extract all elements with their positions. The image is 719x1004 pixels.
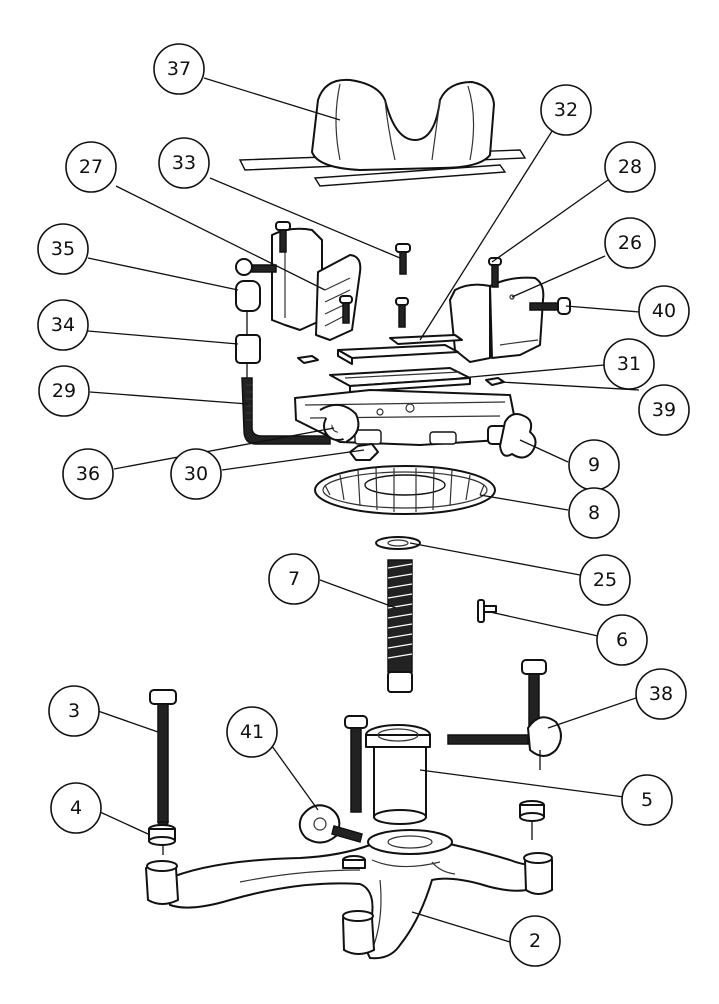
leader-lines (87, 77, 641, 943)
callout-3: 3 (48, 685, 100, 737)
svg-text:4: 4 (70, 797, 82, 819)
callout-30: 30 (170, 448, 222, 500)
part-35-lever-cap (235, 258, 277, 312)
callout-27: 27 (65, 141, 117, 193)
part-38-handle-screw (447, 659, 562, 770)
callout-2: 2 (509, 915, 561, 967)
svg-text:37: 37 (167, 58, 191, 80)
part-40-knob-screw (529, 297, 571, 315)
part-clamp-screws (275, 221, 409, 328)
part-8-ring-wheel (314, 465, 496, 515)
callout-4: 4 (50, 782, 102, 834)
svg-text:31: 31 (617, 353, 641, 375)
part-25-washer (375, 536, 421, 550)
svg-text:8: 8 (588, 502, 600, 524)
callout-38: 38 (635, 668, 687, 720)
part-7-threaded-stud (387, 559, 413, 693)
svg-text:30: 30 (184, 463, 208, 485)
svg-text:2: 2 (529, 930, 541, 952)
svg-text:35: 35 (51, 238, 75, 260)
part-36-knob (319, 403, 360, 443)
part-5-sleeve (365, 724, 431, 825)
svg-text:9: 9 (588, 454, 600, 476)
callout-31: 31 (603, 338, 655, 390)
callout-8: 8 (568, 487, 620, 539)
svg-text:32: 32 (554, 99, 578, 121)
callout-29: 29 (38, 365, 90, 417)
part-37-saddle-rest (238, 78, 527, 187)
svg-text:38: 38 (649, 683, 673, 705)
callout-36: 36 (62, 448, 114, 500)
part-9-knob (487, 413, 537, 459)
svg-text:41: 41 (240, 721, 264, 743)
svg-text:7: 7 (288, 568, 300, 590)
part-4-spacer (148, 824, 176, 846)
svg-text:34: 34 (51, 314, 75, 336)
svg-text:3: 3 (68, 700, 80, 722)
part-28-screw (488, 257, 502, 288)
callout-26: 26 (604, 217, 656, 269)
part-32-top-plate (337, 334, 463, 365)
callout-6: 6 (596, 614, 648, 666)
part-31-plate (329, 367, 471, 393)
part-6-pin (477, 599, 497, 623)
part-33-screw (395, 243, 411, 275)
callout-7: 7 (268, 553, 320, 605)
svg-text:33: 33 (172, 152, 196, 174)
callout-40: 40 (638, 285, 690, 337)
callout-9: 9 (568, 439, 620, 491)
callout-41: 41 (226, 706, 278, 758)
callout-34: 34 (37, 299, 89, 351)
svg-text:6: 6 (616, 629, 628, 651)
callout-35: 35 (37, 223, 89, 275)
callout-32: 32 (540, 84, 592, 136)
callout-28: 28 (604, 141, 656, 193)
part-26-right-clamp-jaw (449, 276, 545, 363)
svg-text:39: 39 (652, 399, 676, 421)
callout-37: 37 (153, 43, 205, 95)
callout-5: 5 (621, 774, 673, 826)
part-41-knob-screw (298, 715, 368, 844)
callout-39: 39 (638, 384, 690, 436)
callout-33: 33 (158, 137, 210, 189)
callout-25: 25 (579, 554, 631, 606)
svg-text:40: 40 (652, 300, 676, 322)
svg-text:27: 27 (79, 156, 103, 178)
svg-text:25: 25 (593, 569, 617, 591)
svg-text:5: 5 (641, 789, 653, 811)
svg-text:36: 36 (76, 463, 100, 485)
part-spacer-right (519, 800, 545, 840)
part-34-sleeve (235, 334, 261, 364)
svg-text:29: 29 (52, 380, 76, 402)
svg-text:28: 28 (618, 156, 642, 178)
part-2-feet (145, 852, 553, 955)
svg-text:26: 26 (618, 232, 642, 254)
